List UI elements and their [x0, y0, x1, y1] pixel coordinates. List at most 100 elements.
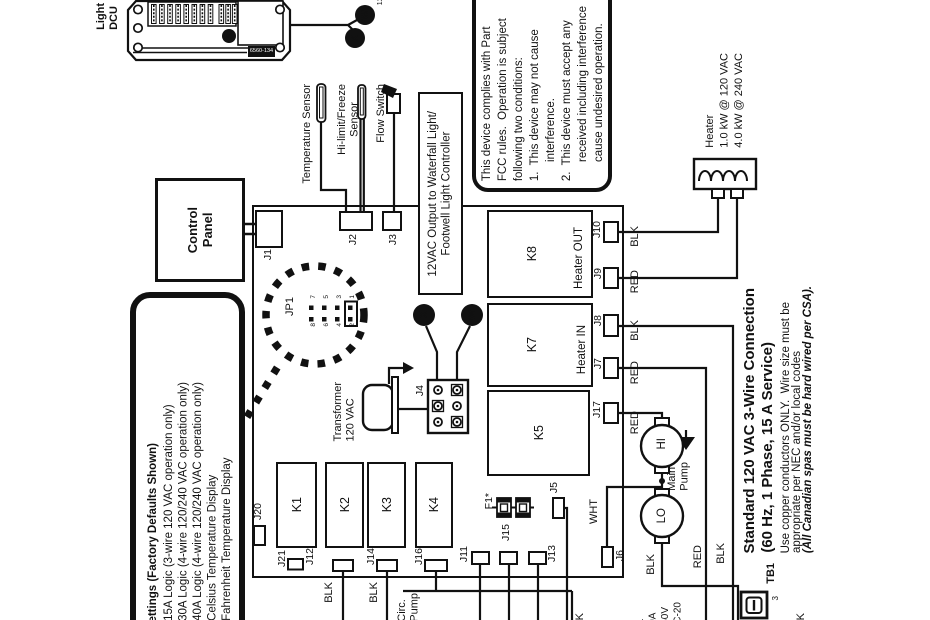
connector-j15-label: J15 — [500, 524, 512, 541]
relay-k1: K1 — [276, 462, 317, 548]
fcc-notice-box — [472, 0, 612, 192]
tb1-line5: (All Canadian spas must be hard wired pe… — [802, 285, 814, 553]
marker-x-dcu: X — [345, 28, 365, 48]
flow-switch-label: Flow Switch — [375, 84, 387, 143]
sensor-probes — [316, 83, 401, 123]
jp1-jumper-icon — [344, 300, 358, 327]
dcu-wire-note-fragment: 12 — [375, 0, 384, 6]
jp1-pin4-label: 4 — [336, 323, 343, 327]
marker-a-dcu: A — [222, 29, 236, 43]
wire-blk-tb1: BLK — [715, 543, 727, 564]
tb1-terminal-number: 3 — [771, 596, 780, 601]
wire-blk-bottom-clipped: BLK — [795, 613, 808, 620]
connector-j21-label: J21 — [276, 550, 288, 567]
heater-icon — [692, 157, 758, 199]
relay-k4: K4 — [415, 462, 453, 548]
jp1-callout-tail — [243, 361, 284, 419]
pump-lo-label: LO — [656, 508, 668, 524]
relay-k3: K3 — [367, 462, 406, 548]
relay-k2-label: K2 — [337, 497, 352, 513]
jp1-label: JP1 — [284, 297, 296, 316]
vac-output-label: 12VAC Output to Waterfall Light/ Footwel… — [427, 110, 453, 277]
tb1-line1: Standard 120 VAC 3-Wire Connection — [741, 287, 758, 553]
transformer-icon — [361, 376, 399, 434]
marker-w-board: W — [461, 304, 483, 326]
temperature-sensor-label: Temperature Sensor — [301, 84, 313, 184]
control-panel-label: Control Panel — [185, 206, 215, 254]
connector-j14-label: J14 — [365, 548, 377, 565]
relay-k5: K5 — [487, 390, 590, 476]
heater-in-label: Heater IN — [576, 324, 588, 374]
connector-j3-label: J3 — [387, 234, 399, 246]
jp1-pin7-label: 7 — [310, 295, 317, 299]
wire-blk-j12: BLK — [323, 582, 335, 603]
wire-blk-circ-clipped: BLK — [574, 613, 587, 620]
jp1-pin1-label: 1 — [349, 295, 356, 299]
main-pump-label: Main Pump — [666, 462, 691, 491]
jumper-settings-box — [130, 292, 245, 620]
relay-k7: K7 — [487, 303, 593, 387]
relay-k5-label: K5 — [531, 425, 546, 441]
light-dcu-label: Light DCU — [95, 3, 120, 30]
wire-blk-j14: BLK — [368, 582, 380, 603]
relay-k8-label: K8 — [525, 246, 539, 262]
tb1-label: TB1 — [765, 563, 777, 584]
connector-j20-label: J20 — [252, 503, 264, 520]
relay-k3-label: K3 — [379, 497, 394, 513]
relay-k8: K8 — [487, 210, 593, 298]
connector-j7-label: J7 — [592, 358, 604, 370]
connector-j16-label: J16 — [413, 548, 425, 565]
wire-wht-j6: WHT — [588, 499, 600, 525]
fcc-notice-text: This device complies with Part FCC rules… — [481, 5, 605, 181]
relay-k4-label: K4 — [427, 497, 441, 513]
jp1-pin8-label: 8 — [310, 323, 317, 327]
heater-out-label: Heater OUT — [573, 227, 585, 289]
light-dcu-device — [126, 0, 292, 62]
connector-j2-label: J2 — [347, 234, 359, 246]
jp1-pin3-label: 3 — [336, 295, 343, 299]
connector-pads — [253, 211, 619, 572]
tb1-terminal-icon — [739, 590, 769, 620]
pump-hi-label: HI — [656, 438, 668, 450]
j1-connector-pad — [255, 210, 283, 248]
connector-j8-label: J8 — [592, 315, 604, 327]
jp1-dashed-circle — [262, 262, 368, 368]
marker-x-board: X — [413, 304, 435, 326]
wire-red-j7: RED — [629, 361, 641, 385]
wire-blk-j10: BLK — [629, 226, 641, 247]
fuse-f1-note: F1 20A 250V SC-20 — [635, 601, 684, 620]
circ-pump-label: Circ. Pump — [396, 593, 421, 620]
vac-output-box: 12VAC Output to Waterfall Light/ Footwel… — [418, 92, 463, 295]
connector-j17-label: J17 — [591, 401, 603, 418]
heater-label: Heater 1.0 kW @ 120 VAC 4.0 kW @ 240 VAC — [704, 53, 745, 148]
wire-red-j17: RED — [629, 411, 641, 435]
control-panel-box: Control Panel — [155, 178, 245, 282]
connector-j1-label: J1 — [262, 249, 274, 261]
pump-junction-dot — [659, 478, 665, 484]
connector-j13-label: J13 — [546, 545, 558, 562]
jp1-pin2-label: 2 — [349, 323, 356, 327]
connector-j12-label: J12 — [304, 548, 316, 565]
relay-k7-label: K7 — [525, 337, 539, 353]
tb1-line2: (60 Hz, 1 Phase, 15 A Service) — [759, 342, 776, 553]
jp1-pin-dots — [309, 305, 353, 322]
wire-red-tb1: RED — [692, 545, 704, 569]
wire-blk-pump: BLK — [645, 554, 657, 575]
marker-w-dcu: W — [355, 5, 375, 25]
transformer-arrow-icon — [403, 362, 414, 374]
connector-j4-label: J4 — [414, 385, 426, 397]
hi-limit-sensor-label: Hi-limit/Freeze Sensor — [336, 84, 361, 155]
connector-j11-label: J11 — [458, 546, 470, 563]
fuse-f1-icon — [492, 497, 534, 518]
connector-j9-label: J9 — [592, 268, 604, 280]
relay-k2: K2 — [325, 462, 364, 548]
wire-red-j9: RED — [629, 270, 641, 294]
jp1-pin6-label: 6 — [323, 323, 330, 327]
connector-j6-label: J6 — [614, 550, 626, 562]
transformer-label: Transformer 120 VAC — [332, 381, 357, 442]
settings-title: Settings (Factory Defaults Shown) — [147, 442, 159, 620]
jp1-pin5-label: 5 — [323, 295, 330, 299]
fuse-f1-label: F1* — [483, 493, 495, 510]
